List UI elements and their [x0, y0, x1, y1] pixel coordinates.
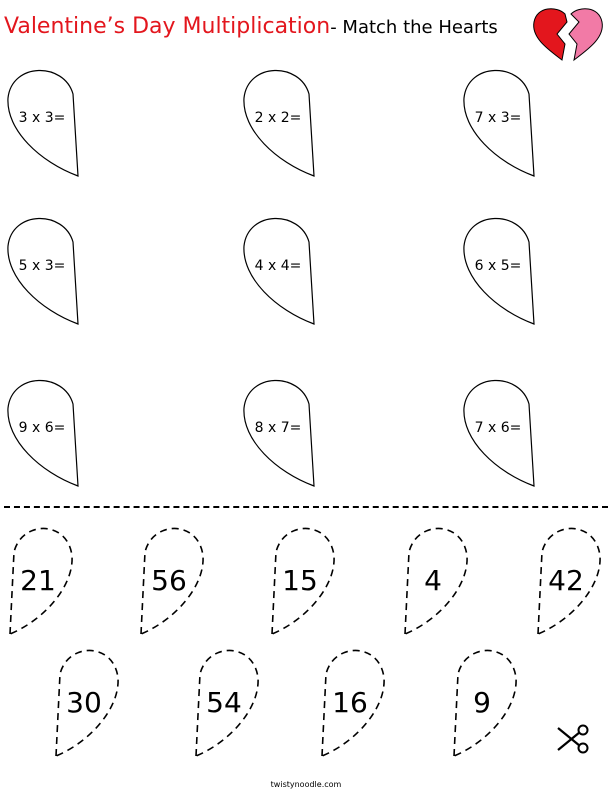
answer-heart[interactable]: 16 [318, 648, 388, 758]
answer-heart[interactable]: 15 [268, 526, 338, 636]
answer-heart[interactable]: 9 [450, 648, 520, 758]
problem-text: 9 x 6= [18, 420, 66, 436]
answer-number: 21 [20, 564, 56, 597]
problem-heart: 9 x 6= [2, 378, 82, 488]
problem-text: 4 x 4= [254, 258, 302, 274]
answer-heart[interactable]: 30 [52, 648, 122, 758]
problem-text: 7 x 6= [474, 420, 522, 436]
problem-text: 6 x 5= [474, 258, 522, 274]
problem-heart: 2 x 2= [238, 68, 318, 178]
answer-number: 30 [66, 686, 102, 719]
problem-text: 2 x 2= [254, 110, 302, 126]
answer-number: 9 [473, 686, 491, 719]
problem-heart: 3 x 3= [2, 68, 82, 178]
answer-number: 42 [548, 564, 584, 597]
problem-heart: 4 x 4= [238, 216, 318, 326]
title-sub: - Match the Hearts [330, 17, 498, 38]
problem-heart: 6 x 5= [458, 216, 538, 326]
answer-heart[interactable]: 54 [192, 648, 262, 758]
answer-heart[interactable]: 21 [6, 526, 76, 636]
answer-heart[interactable]: 4 [401, 526, 471, 636]
heart-halves-logo-icon [533, 8, 603, 62]
answer-heart[interactable]: 42 [534, 526, 604, 636]
answer-number: 4 [424, 564, 442, 597]
answer-number: 56 [151, 564, 187, 597]
answer-number: 15 [282, 564, 318, 597]
problem-text: 7 x 3= [474, 110, 522, 126]
title-main: Valentine’s Day Multiplication [4, 14, 331, 39]
problem-heart: 7 x 3= [458, 68, 538, 178]
page-title: Valentine’s Day Multiplication- Match th… [4, 14, 498, 39]
problem-text: 5 x 3= [18, 258, 66, 274]
problem-text: 8 x 7= [254, 420, 302, 436]
answer-number: 54 [206, 686, 242, 719]
answer-heart[interactable]: 56 [137, 526, 207, 636]
cut-line [4, 506, 608, 508]
problem-heart: 8 x 7= [238, 378, 318, 488]
answer-number: 16 [332, 686, 368, 719]
scissors-icon [557, 724, 589, 754]
problem-heart: 5 x 3= [2, 216, 82, 326]
problem-text: 3 x 3= [18, 110, 66, 126]
site-footer: twistynoodle.com [270, 780, 342, 789]
problem-heart: 7 x 6= [458, 378, 538, 488]
